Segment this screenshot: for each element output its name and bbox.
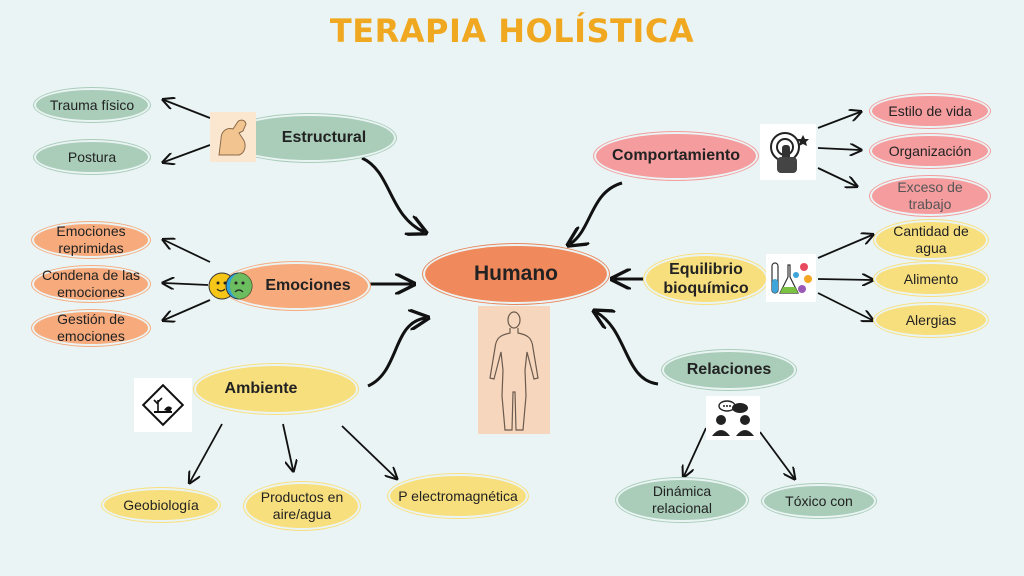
lab-flasks-icon xyxy=(766,254,816,302)
arrow-emociones-reprimidas xyxy=(164,240,211,263)
node-postura: Postura xyxy=(36,142,148,172)
arrow-comportamiento-humano xyxy=(570,181,623,244)
node-ambiente: Ambiente xyxy=(196,366,356,412)
node-equilibrio-bioquimico: Equilibrio bioquímico xyxy=(646,256,766,302)
arrow-relaciones-humano xyxy=(596,312,659,386)
touch-target-icon xyxy=(760,124,816,180)
arrow-relaciones-toxico xyxy=(759,431,794,478)
arrow-ambiente-humano xyxy=(367,318,426,388)
node-ambiente-label: Ambiente xyxy=(224,380,298,398)
arrow-equilibrio-alimento xyxy=(817,279,872,280)
arrow-equilibrio-agua xyxy=(817,235,872,259)
node-estilo-de-vida: Estilo de vida xyxy=(872,96,988,126)
arrow-ambiente-geobiologia xyxy=(190,423,223,482)
page-title: TERAPIA HOLÍSTICA xyxy=(329,12,695,50)
hazard-environment-icon xyxy=(134,378,192,432)
node-p-electromagnetica: P electromagnética xyxy=(390,476,526,516)
center-node: Humano xyxy=(425,246,607,302)
node-alimento: Alimento xyxy=(876,264,986,294)
node-dinamica-relacional: Dinámica relacional xyxy=(618,480,746,520)
arrow-ambiente-productos xyxy=(282,423,293,470)
arrow-emociones-condena xyxy=(164,283,209,285)
node-alergias: Alergias xyxy=(876,305,986,335)
node-cantidad-de-agua: Cantidad de agua xyxy=(876,222,986,258)
node-productos-aire-agua: Productos en aire/agua xyxy=(246,484,358,528)
node-trauma-fisico: Trauma físico xyxy=(36,90,148,120)
node-estructural-label: Estructural xyxy=(281,129,367,147)
node-equilibrio-label: Equilibrio bioquímico xyxy=(663,260,749,297)
node-exceso-de-trabajo: Exceso de trabajo xyxy=(872,178,988,214)
arrow-equilibrio-alergias xyxy=(817,292,872,320)
node-comportamiento-label: Comportamiento xyxy=(612,147,740,165)
arrow-comportamiento-organizacion xyxy=(817,148,860,150)
node-relaciones: Relaciones xyxy=(664,352,794,388)
arrow-relaciones-dinamica xyxy=(684,427,707,476)
node-toxico-con: Tóxico con xyxy=(764,486,874,516)
node-gestion-emociones: Gestión de emociones xyxy=(34,311,148,344)
arrow-comportamiento-estilo xyxy=(817,112,860,129)
emotion-faces-icon xyxy=(208,265,254,307)
node-condena-emociones: Condena de las emociones xyxy=(34,267,148,300)
node-emociones-label: Emociones xyxy=(265,277,351,295)
node-organizacion: Organización xyxy=(872,136,988,166)
node-relaciones-label: Relaciones xyxy=(686,361,772,379)
node-geobiologia: Geobiología xyxy=(104,490,218,520)
arrow-comportamiento-exceso xyxy=(817,167,856,186)
arrow-estructural-humano xyxy=(361,156,424,232)
arrow-estructural-trauma xyxy=(164,100,211,119)
people-talking-icon xyxy=(706,396,760,440)
human-figure xyxy=(478,306,550,434)
arrow-ambiente-electromagnetica xyxy=(341,425,396,478)
arrow-emociones-gestion xyxy=(164,299,211,320)
arrow-estructural-postura xyxy=(164,144,211,162)
node-comportamiento: Comportamiento xyxy=(596,134,756,178)
flexed-arm-icon xyxy=(210,112,256,162)
human-body-outline-icon xyxy=(489,311,539,431)
node-emociones-reprimidas: Emociones reprimidas xyxy=(34,223,148,256)
